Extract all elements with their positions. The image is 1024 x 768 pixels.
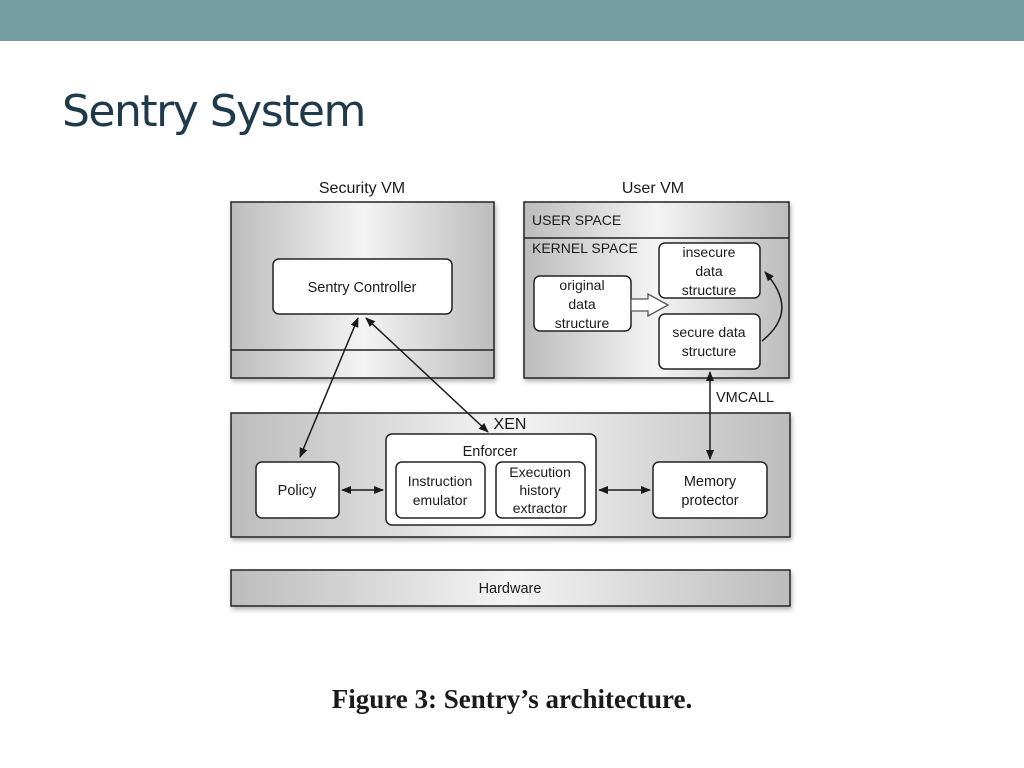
- figure-caption: Figure 3: Sentry’s architecture.: [331, 684, 693, 714]
- original-data-line-1: original: [559, 277, 604, 293]
- security-vm-title: Security VM: [319, 180, 405, 197]
- secure-data-box: [658, 313, 761, 370]
- original-data-line-3: structure: [555, 315, 610, 331]
- transform-arrow: [630, 292, 670, 318]
- memory-protector-line-2: protector: [681, 493, 738, 509]
- kernel-space-label: KERNEL SPACE: [532, 240, 638, 256]
- execution-history-line-1: Execution: [509, 464, 570, 480]
- original-data-line-2: data: [568, 296, 595, 312]
- instruction-emulator-line-2: emulator: [413, 492, 468, 508]
- insecure-data-line-1: insecure: [683, 244, 736, 260]
- user-space-label: USER SPACE: [532, 212, 621, 228]
- hardware-label: Hardware: [479, 581, 542, 597]
- memory-protector-line-1: Memory: [684, 474, 737, 490]
- secure-data-line-2: structure: [682, 343, 737, 359]
- vmcall-label: VMCALL: [716, 390, 774, 406]
- sentry-controller-box: [272, 258, 453, 315]
- secure-to-insecure-arrow: [761, 271, 783, 342]
- instruction-emulator-line-1: Instruction: [408, 473, 473, 489]
- execution-history-extractor-box: [495, 461, 586, 519]
- enforcer-label: Enforcer: [463, 444, 518, 460]
- user-vm-title: User VM: [622, 180, 684, 197]
- policy-label: Policy: [278, 483, 317, 499]
- instruction-emulator-box: [395, 461, 486, 519]
- top-bar: [0, 0, 1024, 41]
- sentry-controller-label: Sentry Controller: [308, 280, 417, 296]
- secure-data-line-1: secure data: [672, 324, 745, 340]
- controller-policy-arrow: [299, 317, 359, 458]
- memory-protector-box: [652, 461, 768, 519]
- hardware-panel: [230, 569, 791, 607]
- execution-history-line-3: extractor: [513, 500, 568, 516]
- insecure-data-box: [658, 242, 761, 299]
- insecure-data-line-3: structure: [682, 282, 737, 298]
- slide-title: Sentry System: [62, 86, 366, 137]
- xen-title: XEN: [494, 416, 527, 433]
- execution-history-line-2: history: [519, 482, 560, 498]
- controller-enforcer-arrow: [365, 317, 489, 433]
- policy-box: [255, 461, 340, 519]
- insecure-data-line-2: data: [695, 263, 722, 279]
